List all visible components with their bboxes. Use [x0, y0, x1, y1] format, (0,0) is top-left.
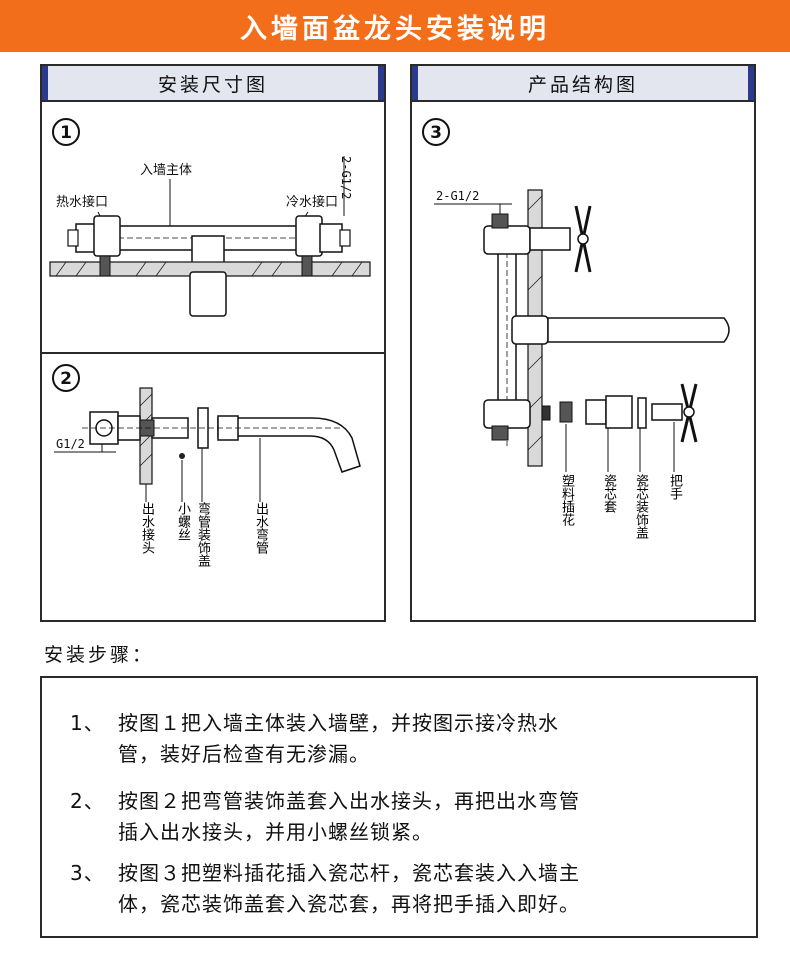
- label-cold-inlet: 冷水接口: [286, 194, 338, 210]
- step-3: 3、 按图３把塑料插花插入瓷芯杆，瓷芯套装入入墙主 体，瓷芯装饰盖套入瓷芯套，再…: [70, 858, 720, 920]
- step-1-line-1: 按图１把入墙主体装入墙壁，并按图示接冷热水: [118, 711, 559, 735]
- steps-box: [40, 676, 758, 938]
- part-handle: 把手: [667, 474, 682, 500]
- installation-dimension-panel: 安装尺寸图 1 入墙主体 热水接口 冷水接口 2-G1/2: [40, 64, 386, 622]
- product-structure-header: 产品结构图: [412, 66, 754, 102]
- label-thread-fig2: G1/2: [56, 437, 85, 451]
- figure-3-number-badge: 3: [422, 118, 450, 146]
- steps-title: 安装步骤：: [44, 644, 155, 666]
- step-2-number: 2、: [70, 789, 105, 813]
- figure-1-number: 1: [60, 123, 72, 143]
- part-outlet-spout: 出水弯管: [253, 502, 268, 554]
- figure-2-number-badge: 2: [52, 364, 80, 392]
- step-3-line-2: 体，瓷芯装饰盖套入瓷芯套，再将把手插入即好。: [118, 892, 580, 916]
- part-ceramic-sleeve: 瓷芯套: [601, 474, 616, 513]
- title-banner: 入墙面盆龙头安装说明: [0, 0, 790, 52]
- part-bend-cover: 弯管装饰盖: [195, 502, 210, 567]
- page-title: 入墙面盆龙头安装说明: [240, 13, 550, 45]
- product-structure-title: 产品结构图: [527, 73, 638, 96]
- step-2-line-1: 按图２把弯管装饰盖套入出水接头，再把出水弯管: [118, 789, 580, 813]
- step-2: 2、 按图２把弯管装饰盖套入出水接头，再把出水弯管 插入出水接头，并用小螺丝锁紧…: [70, 786, 720, 848]
- figure-1-diagram: 1 入墙主体 热水接口 冷水接口 2-G1/2: [49, 118, 371, 317]
- figure-1-number-badge: 1: [52, 118, 80, 146]
- label-thread-fig1: 2-G1/2: [339, 156, 353, 199]
- step-1: 1、 按图１把入墙主体装入墙壁，并按图示接冷热水 管，装好后检查有无渗漏。: [70, 708, 720, 770]
- label-hot-inlet: 热水接口: [56, 194, 108, 210]
- product-structure-panel: 产品结构图 3 2-G1/2: [410, 64, 756, 622]
- step-1-number: 1、: [70, 711, 105, 735]
- figure-3-number: 3: [430, 123, 442, 143]
- part-ceramic-cover: 瓷芯装饰盖: [633, 474, 648, 539]
- figure-3-diagram: 3 2-G1/2: [422, 118, 730, 472]
- figure-2-number: 2: [60, 369, 72, 389]
- label-body: 入墙主体: [140, 163, 192, 178]
- installation-dimension-header: 安装尺寸图: [42, 66, 384, 102]
- step-3-number: 3、: [70, 861, 105, 885]
- step-2-line-2: 插入出水接头，并用小螺丝锁紧。: [118, 820, 433, 844]
- step-3-line-1: 按图３把塑料插花插入瓷芯杆，瓷芯套装入入墙主: [118, 861, 580, 885]
- panel-divider: [42, 352, 384, 354]
- part-plastic-insert: 塑料插花: [559, 474, 574, 526]
- part-small-screw: 小螺丝: [175, 502, 190, 541]
- label-thread-fig3: 2-G1/2: [436, 189, 479, 203]
- installation-dimension-title: 安装尺寸图: [157, 73, 268, 96]
- figure-2-diagram: 2 G1/2: [52, 364, 361, 502]
- step-1-line-2: 管，装好后检查有无渗漏。: [118, 742, 370, 766]
- part-outlet-connector: 出水接头: [139, 502, 154, 554]
